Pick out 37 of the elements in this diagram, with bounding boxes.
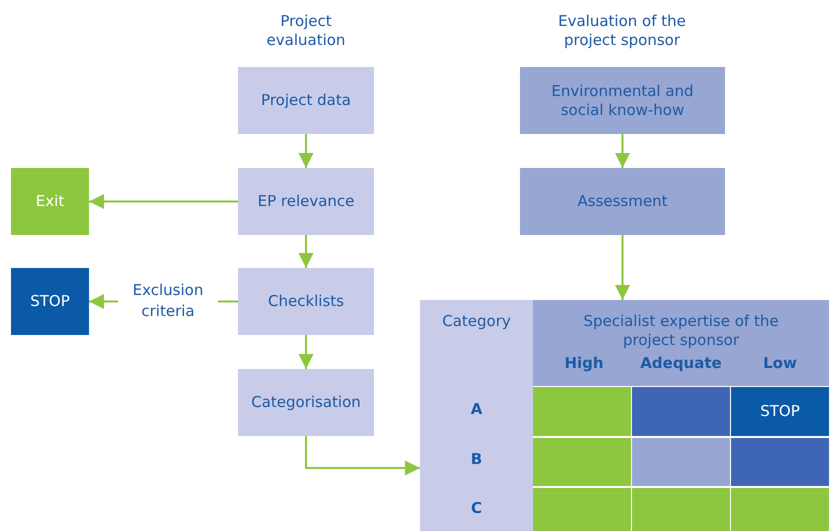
process-box	[238, 369, 374, 436]
column-heading: Project evaluation	[266, 12, 346, 50]
node-label: Assessment	[576, 192, 668, 211]
process-box	[238, 67, 374, 134]
node-label: Checklists	[267, 292, 345, 311]
header-text: Category	[441, 312, 512, 331]
row-label: A	[470, 400, 484, 419]
node-label: STOP	[759, 402, 801, 421]
row-label: B	[470, 450, 484, 469]
category-column	[420, 300, 533, 531]
stop-box	[11, 268, 89, 335]
row-label: C	[470, 499, 483, 518]
arrow	[305, 436, 420, 476]
node-label: Categorisation	[250, 393, 362, 412]
node-label: Environmental and social know-how	[550, 82, 695, 120]
column-label: Adequate	[639, 354, 723, 373]
arrow	[298, 235, 314, 268]
node-label: Project data	[260, 91, 352, 110]
column-label: High	[563, 354, 605, 373]
arrow	[298, 134, 314, 168]
node-label: EP relevance	[256, 192, 356, 211]
exit-box	[11, 168, 89, 235]
header-text: Specialist expertise of the project sponsor	[582, 312, 780, 350]
node-label: Exit	[34, 192, 66, 211]
arrow	[89, 194, 238, 209]
matrix-header	[533, 300, 829, 386]
stop-cell	[731, 387, 829, 436]
node-label: STOP	[29, 292, 71, 311]
arrow	[615, 235, 630, 300]
arrow	[615, 134, 630, 168]
column-heading: Evaluation of the project sponsor	[557, 12, 687, 50]
column-label: Low	[762, 354, 798, 373]
process-box	[520, 168, 725, 235]
process-box	[238, 168, 374, 235]
arrow	[298, 335, 314, 369]
process-box	[520, 67, 725, 134]
process-box	[238, 268, 374, 335]
